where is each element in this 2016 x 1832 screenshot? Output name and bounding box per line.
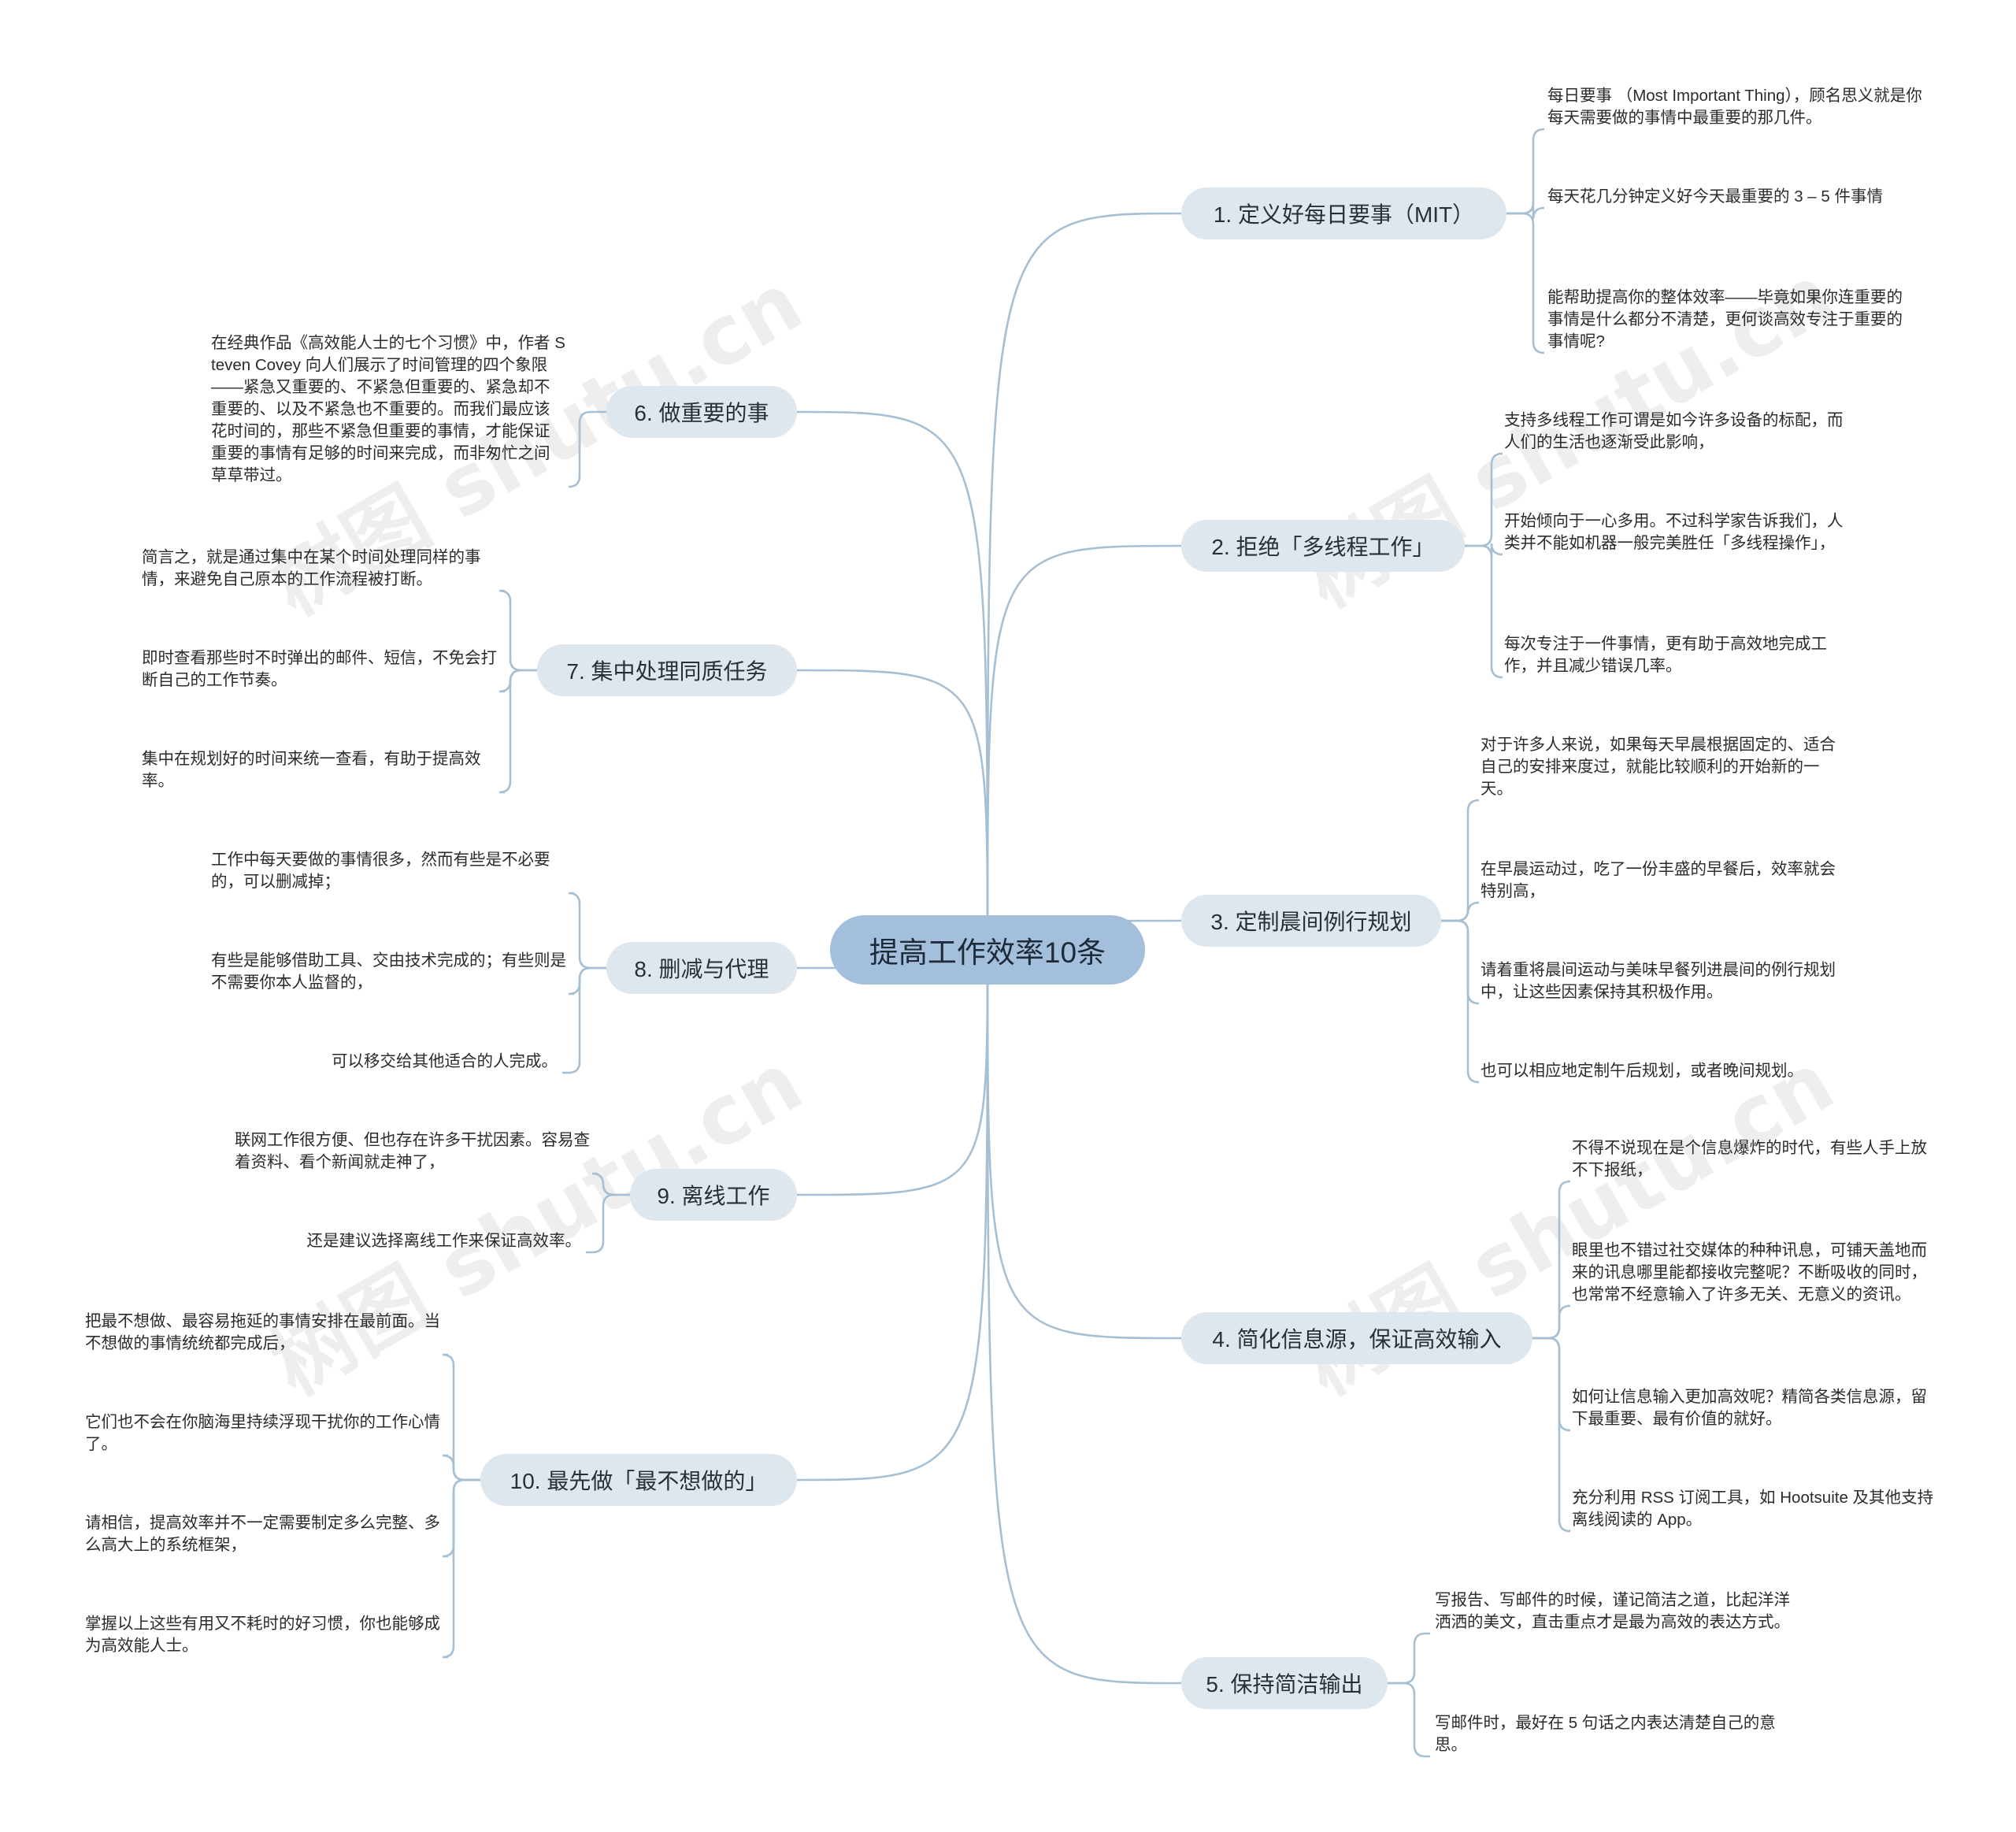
connector-root-topic-7 [796, 669, 989, 951]
topic-1[interactable]: 1. 定义好每日要事（MIT） [1181, 187, 1506, 239]
leaf-8-2: 有些是能够借助工具、交由技术完成的；有些则是不需要你本人监督的， [211, 951, 566, 992]
topic-8[interactable]: 8. 删减与代理 [606, 942, 797, 994]
topic-4[interactable]: 4. 简化信息源，保证高效输入 [1181, 1312, 1532, 1364]
connector-topic-5-leaf-2 [1388, 1682, 1430, 1758]
leaf-4-3: 如何让信息输入更加高效呢？精简各类信息源，留下最重要、最有价值的就好。 [1572, 1388, 1927, 1428]
leaf-3-2: 在早晨运动过，吃了一份丰盛的早餐后，效率就会特别高， [1480, 860, 1836, 900]
leaf-10-3: 请相信，提高效率并不一定需要制定多么完整、多么高大上的系统框架， [85, 1514, 440, 1554]
connector-root-topic-10 [796, 949, 989, 1482]
leaf-9-1: 联网工作很方便、但也存在许多干扰因素。容易查着资料、看个新闻就走神了， [235, 1131, 590, 1171]
leaf-2-3: 每次专注于一件事情，更有助于高效地完成工作，并且减少错误几率。 [1504, 635, 1827, 675]
leaf-4-2: 眼里也不错过社交媒体的种种讯息，可铺天盖地而来的讯息哪里能都接收完整呢？不断吸收… [1572, 1241, 1927, 1304]
topic-10[interactable]: 10. 最先做「最不想做的」 [480, 1454, 797, 1506]
connector-topic-10-leaf-1 [442, 1353, 480, 1482]
leaf-9-2: 还是建议选择离线工作来保证高效率。 [306, 1232, 582, 1250]
leaf-6-1: 在经典作品《高效能人士的七个习惯》中，作者 Steven Covey 向人们展示… [211, 334, 565, 484]
topic-3[interactable]: 3. 定制晨间例行规划 [1181, 895, 1441, 947]
leaf-10-1: 把最不想做、最容易拖延的事情安排在最前面。当不想做的事情统统都完成后， [85, 1312, 440, 1352]
connector-topic-1-leaf-3 [1506, 212, 1545, 354]
connector-topic-7-leaf-3 [498, 669, 537, 794]
leaf-3-3: 请着重将晨间运动与美味早餐列进晨间的例行规划中，让这些因素保持其积极作用。 [1480, 961, 1836, 1001]
leaf-5-1: 写报告、写邮件的时候，谨记简洁之道，比起洋洋洒洒的美文，直击重点才是最为高效的表… [1435, 1591, 1790, 1631]
connector-topic-10-leaf-2 [442, 1454, 480, 1482]
leaf-10-4: 掌握以上这些有用又不耗时的好习惯，你也能够成为高效能人士。 [85, 1615, 440, 1655]
leaf-7-2: 即时查看那些时不时弹出的邮件、短信，不免会打断自己的工作节奏。 [142, 649, 497, 689]
leaf-4-4: 充分利用 RSS 订阅工具，如 Hootsuite 及其他支持离线阅读的 App… [1572, 1489, 1934, 1529]
topic-9[interactable]: 9. 离线工作 [630, 1169, 797, 1221]
connector-topic-1-leaf-1 [1506, 128, 1545, 215]
leaf-1-3: 能帮助提高你的整体效率——毕竟如果你连重要的事情是什么都分不清楚，更何谈高效专注… [1547, 288, 1903, 350]
connector-topic-6-leaf-1 [568, 410, 606, 488]
topic-6[interactable]: 6. 做重要的事 [606, 386, 797, 438]
connector-topic-7-leaf-1 [498, 589, 537, 672]
connector-root-topic-6 [796, 410, 989, 951]
connector-topic-4-leaf-1 [1532, 1180, 1571, 1340]
connector-topic-2-leaf-1 [1465, 452, 1503, 547]
connector-topic-5-leaf-1 [1388, 1632, 1430, 1685]
connector-topic-10-leaf-4 [442, 1478, 480, 1659]
connector-topic-3-leaf-2 [1441, 901, 1480, 922]
connector-root-topic-5 [986, 949, 1182, 1685]
leaf-3-4: 也可以相应地定制午后规划，或者晚间规划。 [1480, 1062, 1803, 1080]
connector-topic-7-leaf-2 [498, 669, 537, 693]
leaf-7-1: 简言之，就是通过集中在某个时间处理同样的事情，来避免自己原本的工作流程被打断。 [142, 548, 481, 588]
connector-topic-3-leaf-3 [1441, 919, 1480, 1005]
connector-topic-1-leaf-2 [1506, 202, 1545, 220]
leaf-10-2: 它们也不会在你脑海里持续浮现干扰你的工作心情了。 [85, 1413, 440, 1453]
connector-topic-4-leaf-2 [1532, 1304, 1571, 1340]
leaf-1-1: 每日要事 （Most Important Thing），顾名思义就是你每天需要做… [1547, 87, 1922, 127]
connector-topic-8-leaf-2 [568, 966, 606, 996]
leaf-2-2: 开始倾向于一心多用。不过科学家告诉我们，人类并不能如机器一般完美胜任「多线程操作… [1504, 512, 1844, 552]
connector-root-topic-9 [796, 949, 989, 1196]
connector-root-topic-4 [986, 949, 1182, 1340]
leaf-8-3: 可以移交给其他适合的人完成。 [332, 1052, 558, 1070]
leaf-1-2: 每天花几分钟定义好今天最重要的 3 – 5 件事情 [1547, 187, 1883, 206]
connector-topic-8-leaf-3 [562, 966, 606, 1074]
connector-topic-10-leaf-3 [442, 1478, 480, 1558]
leaf-8-1: 工作中每天要做的事情很多，然而有些是不必要的，可以删减掉； [211, 851, 550, 891]
connector-root-topic-2 [986, 544, 1182, 951]
connector-topic-9-leaf-2 [586, 1193, 630, 1254]
connector-topic-9-leaf-1 [591, 1172, 630, 1196]
root-topic[interactable]: 提高工作效率10条 [830, 915, 1145, 985]
topic-7[interactable]: 7. 集中处理同质任务 [537, 644, 797, 696]
topic-2[interactable]: 2. 拒绝「多线程工作」 [1181, 520, 1465, 572]
leaf-2-1: 支持多线程工作可谓是如今许多设备的标配，而人们的生活也逐渐受此影响， [1504, 411, 1844, 451]
connector-topic-4-leaf-4 [1532, 1337, 1571, 1533]
connector-topic-2-leaf-3 [1465, 544, 1503, 679]
connector-topic-4-leaf-3 [1532, 1337, 1571, 1432]
topic-5[interactable]: 5. 保持简洁输出 [1181, 1657, 1388, 1709]
leaf-5-2: 写邮件时，最好在 5 句话之内表达清楚自己的意思。 [1435, 1714, 1776, 1754]
leaf-3-1: 对于许多人来说，如果每天早晨根据固定的、适合自己的安排来度过，就能比较顺利的开始… [1480, 736, 1836, 798]
connector-root-topic-1 [986, 212, 1182, 951]
connector-topic-8-leaf-1 [568, 892, 606, 970]
leaf-7-3: 集中在规划好的时间来统一查看，有助于提高效率。 [142, 750, 481, 790]
connector-topic-3-leaf-4 [1441, 919, 1480, 1084]
leaf-4-1: 不得不说现在是个信息爆炸的时代，有些人手上放不下报纸， [1572, 1139, 1927, 1179]
